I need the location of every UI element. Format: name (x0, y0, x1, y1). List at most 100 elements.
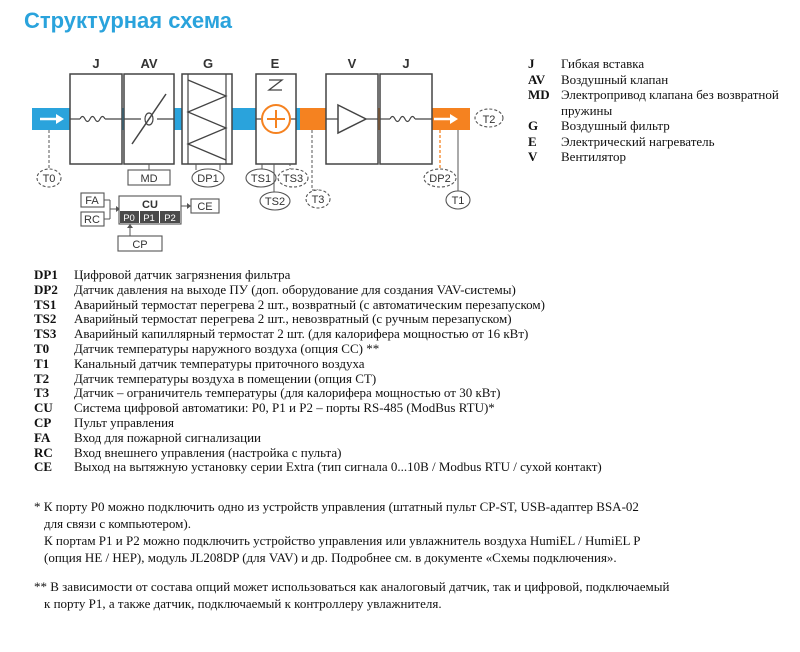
legend-text: Воздушный клапан (561, 71, 669, 87)
p2-port: P2 (164, 213, 176, 224)
page-title: Структурная схема (24, 8, 233, 33)
p1-port: P1 (143, 213, 155, 224)
legend-sensors: DP1 Цифровой датчик загрязнения фильтра D… (34, 267, 602, 475)
legend-text: Датчик температуры воздуха в помещении (… (74, 370, 377, 386)
t1-label: T1 (452, 195, 465, 207)
md-label: MD (140, 173, 157, 185)
ts2-sensor (259, 191, 291, 211)
ts2-label: TS2 (265, 196, 285, 208)
ts1-sensor (245, 168, 277, 188)
legend-row: TS1 Аварийный термостат перегрева 2 шт., … (34, 296, 602, 313)
legend-text: Система цифровой автоматики: P0, P1 и P2… (74, 400, 495, 416)
t2-label: T2 (483, 114, 496, 126)
legend-code: TS3 (34, 326, 57, 342)
footnote-2: К портам P1 и P2 можно подключить устрой… (44, 533, 641, 548)
p0-port: P0 (123, 213, 135, 224)
legend-text: Электрический нагреватель (561, 133, 715, 149)
legend-row: DP1 Цифровой датчик загрязнения фильтра (34, 267, 602, 283)
legend-row: T0 Датчик температуры наружного воздуха (… (34, 340, 602, 357)
dp2-sensor (423, 168, 457, 188)
air-damper-icon (123, 73, 175, 165)
t2-sensor (474, 108, 504, 128)
legend-code: T3 (34, 385, 50, 401)
cp-label: CP (132, 239, 147, 251)
footnote-2-cont: (опция HE / HEP), модуль JL208DP (для VA… (44, 550, 617, 565)
legend-text: Воздушный фильтр (561, 118, 670, 133)
legend-text: Датчик температуры наружного воздуха (оп… (74, 340, 380, 356)
legend-code: G (528, 118, 539, 133)
legend-row: TS2 Аварийный термостат перегрева 2 шт., … (34, 312, 602, 327)
block-label-av: AV (140, 56, 157, 71)
supply-arrow-icon (434, 114, 458, 124)
block-label-j2: J (402, 56, 409, 71)
footnote-3-cont: к порту P1, а также датчик, подключаемый… (44, 596, 442, 611)
legend-text: Электропривод клапана без возвратной пру… (561, 87, 779, 118)
ts3-label: TS3 (283, 173, 303, 185)
legend-code: MD (528, 87, 550, 102)
legend-text: Канальный датчик температуры приточного … (74, 355, 365, 371)
t1-sensor (445, 190, 471, 210)
legend-code: FA (34, 429, 51, 445)
legend-row: G Воздушный фильтр (528, 118, 781, 134)
electric-heater-icon (255, 73, 297, 165)
t0-label: T0 (43, 173, 56, 185)
dp1-label: DP1 (197, 173, 218, 185)
legend-text: Аварийный термостат перегрева 2 шт., воз… (74, 296, 545, 312)
footnote-1: * К порту P0 можно подключить одно из ус… (34, 499, 639, 514)
ts1-label: TS1 (251, 173, 271, 185)
block-label-e: E (271, 56, 280, 71)
rc-label: RC (84, 214, 100, 226)
legend-code: E (528, 133, 537, 149)
ts3-sensor (277, 168, 309, 188)
footnote-1-cont: для связи с компьютером). (44, 516, 191, 531)
legend-row: TS3 Аварийный капиллярный термостат 2 шт.… (34, 326, 602, 342)
legend-code: CP (34, 414, 52, 430)
legend-row: FA Вход для пожарной сигнализации (34, 429, 602, 446)
legend-text: Аварийный термостат перегрева 2 шт., нев… (74, 311, 512, 327)
legend-row: CE Выход на вытяжную установку серии Extr… (34, 460, 602, 475)
footnote-3: ** В зависимости от состава опций может … (34, 579, 670, 594)
t0-sensor (36, 168, 62, 188)
legend-code: DP1 (34, 267, 58, 282)
legend-row: E Электрический нагреватель (528, 134, 781, 150)
legend-text: Выход на вытяжную установку серии Extra … (74, 459, 602, 475)
legend-code: CE (34, 459, 53, 475)
legend-text: Гибкая вставка (561, 56, 645, 71)
legend-text: Вход для пожарной сигнализации (74, 429, 261, 445)
legend-text: Пульт управления (74, 414, 175, 430)
legend-code: TS1 (34, 296, 57, 312)
block-label-v: V (348, 56, 357, 71)
legend-code: V (528, 149, 538, 164)
legend-code: T0 (34, 340, 50, 356)
legend-text: Вход внешнего управления (настройка с пу… (74, 444, 342, 460)
md-actuator (127, 169, 171, 186)
cu-label: CU (142, 199, 158, 211)
ce-box (190, 198, 220, 214)
t3-sensor (305, 189, 331, 209)
legend-row: AV Воздушный клапан (528, 72, 781, 88)
legend-text: Датчик – ограничитель температуры (для к… (74, 385, 501, 401)
t3-label: T3 (312, 194, 325, 206)
footnotes: * К порту P0 можно подключить одно из ус… (34, 498, 784, 612)
block-label-g: G (203, 56, 213, 71)
legend-code: CU (34, 400, 53, 416)
legend-text: Аварийный капиллярный термостат 2 шт. (д… (74, 326, 529, 342)
dp1-sensor (191, 168, 225, 188)
air-filter-icon (181, 73, 233, 165)
cp-box (117, 235, 163, 252)
legend-code: TS2 (34, 311, 57, 327)
legend-text: Цифровой датчик загрязнения фильтра (74, 267, 291, 282)
flexible-connector-icon (69, 73, 123, 165)
legend-row: T3 Датчик – ограничитель температуры (для… (34, 386, 602, 401)
structural-diagram: J AV G E V J (32, 56, 504, 252)
legend-code: AV (528, 71, 546, 87)
flexible-connector-icon (379, 73, 433, 165)
fa-label: FA (85, 195, 99, 207)
